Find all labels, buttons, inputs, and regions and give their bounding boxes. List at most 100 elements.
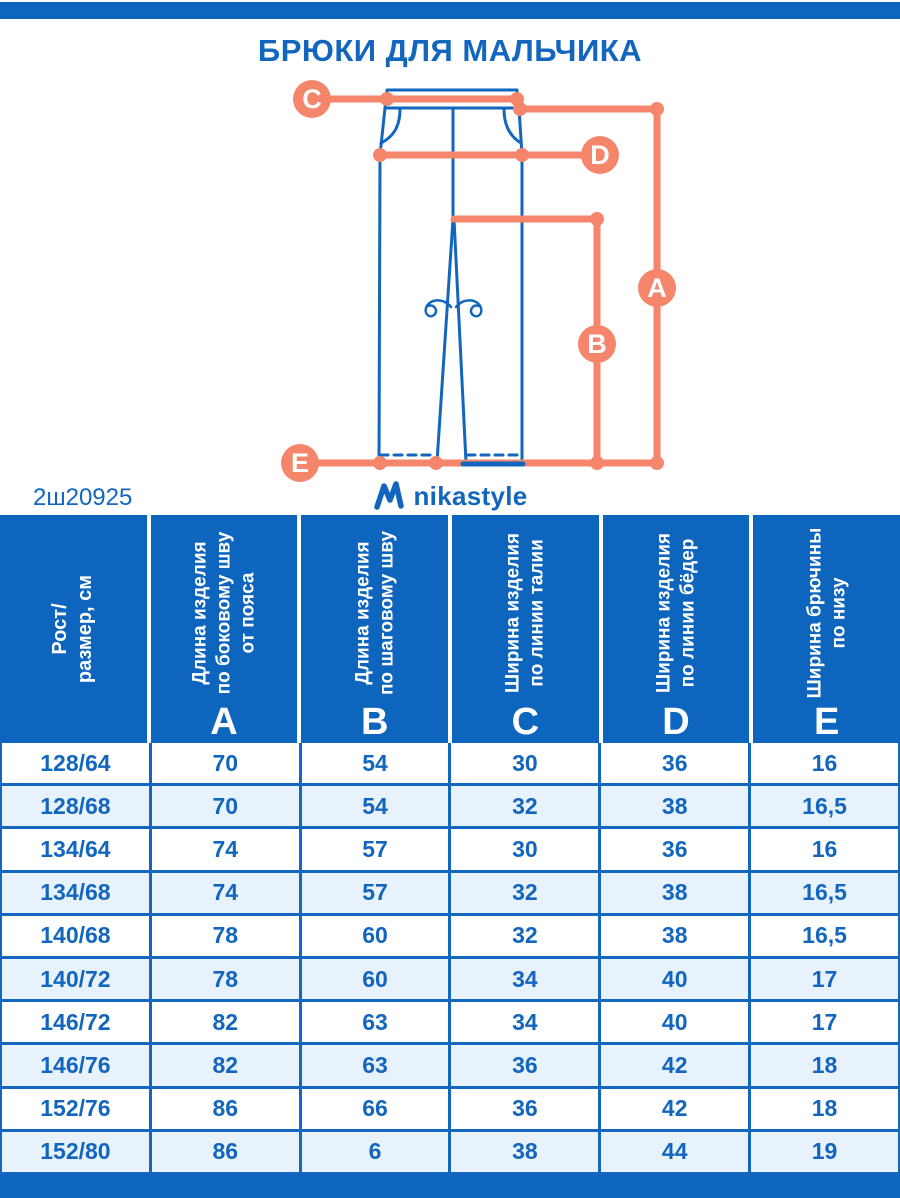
value-cell: 70: [152, 786, 302, 827]
header-line: по шаговому шву: [375, 530, 397, 696]
value-cell: 57: [302, 872, 452, 913]
value-cell: 40: [601, 1002, 752, 1043]
value-cell: 16: [811, 749, 838, 776]
header-line: по линии талии: [526, 539, 548, 687]
measure-line-b: [450, 215, 601, 467]
value-cell: 38: [601, 872, 752, 913]
header-line: по боковому шву: [213, 531, 235, 695]
value-cell: 63: [302, 1002, 452, 1043]
table-row: 128/68 70 54 32 38 16,5: [2, 786, 898, 830]
value-cell: 32: [451, 872, 602, 913]
brand-logo: nikastyle: [0, 479, 900, 513]
marker-circle-d: [581, 136, 619, 174]
table-header-row: Рост/ размер, см Длина изделия по боково…: [0, 515, 900, 743]
marker-letter-a: A: [647, 273, 667, 303]
crotch-wrinkle-right: [454, 299, 483, 318]
header-letter: D: [662, 701, 690, 743]
size-cell: 146/76: [2, 1045, 152, 1086]
value-cell: 40: [601, 958, 752, 1000]
marker-letter-e: E: [291, 448, 309, 478]
marker-letter-d: D: [590, 140, 610, 170]
top-bar: [0, 2, 900, 19]
size-cell: 134/64: [2, 829, 152, 870]
header-line: размер, см: [74, 574, 97, 684]
value-cell: 74: [152, 829, 302, 870]
value-cell: 54: [302, 743, 452, 784]
size-cell: 152/76: [2, 1088, 152, 1129]
size-cell: 152/80: [2, 1131, 152, 1172]
value-cell: 32: [451, 786, 602, 827]
header-line: Ширина изделия: [502, 533, 524, 694]
page-title: БРЮКИ ДЛЯ МАЛЬЧИКА: [257, 33, 643, 68]
value-cell: 17: [811, 965, 838, 992]
value-cell: 6: [302, 1131, 452, 1172]
column-header-e: Ширина брючины по низу E: [753, 515, 900, 743]
header-line: Длина изделия: [351, 541, 373, 685]
value-cell: 60: [302, 915, 452, 956]
size-cell: 134/68: [2, 872, 152, 913]
nikastyle-logo-icon: [373, 481, 404, 510]
header-line: Ширина брючины: [803, 527, 825, 699]
value-cell: 16: [811, 835, 838, 862]
marker-letter-c: C: [302, 84, 322, 114]
size-cell: 140/72: [2, 958, 152, 1000]
marker-circle-e: [281, 444, 319, 482]
value-cell: 54: [302, 786, 452, 827]
value-cell: 36: [601, 743, 752, 784]
value-cell: 78: [152, 958, 302, 1000]
value-cell: 32: [451, 915, 602, 956]
header-letter: E: [814, 701, 840, 743]
table-row: 140/72 78 60 34 40 17: [2, 958, 898, 1003]
header-line: Рост/: [49, 603, 72, 655]
size-table: Рост/ размер, см Длина изделия по боково…: [0, 515, 900, 1175]
value-cell: 82: [152, 1002, 302, 1043]
value-cell: 70: [152, 743, 302, 784]
value-cell: 42: [601, 1088, 752, 1129]
value-cell: 38: [601, 786, 752, 827]
value-cell: 30: [451, 743, 602, 784]
article-code: 2ш20925: [33, 484, 133, 511]
header-line: Длина изделия: [189, 541, 211, 685]
header-line: по линии бёдер: [677, 538, 699, 688]
marker-circle-c: [293, 80, 331, 118]
value-cell: 19: [811, 1138, 838, 1165]
value-cell: 42: [601, 1045, 752, 1086]
value-cell: 34: [451, 1002, 602, 1043]
value-cell: 36: [451, 1045, 602, 1086]
value-cell: 17: [811, 1008, 838, 1035]
table-row: 140/68 78 60 32 38 16,5: [2, 915, 898, 959]
header-letter: C: [511, 701, 540, 743]
table-row: 128/64 70 54 30 36 16: [2, 743, 898, 787]
value-cell: 82: [152, 1045, 302, 1086]
column-header-a: Длина изделия по боковому шву от пояса A: [150, 515, 298, 743]
column-header-c: Ширина изделия по линии талии C: [452, 515, 599, 743]
table-row: 134/64 74 57 30 36 16: [2, 829, 898, 873]
header-line: от пояса: [236, 572, 258, 654]
table-row: 146/76 82 63 36 42 18: [2, 1045, 898, 1089]
marker-circle-a: [638, 269, 676, 307]
value-cell: 16,5: [802, 922, 847, 949]
value-cell: 60: [302, 958, 452, 1000]
measurement-dots: [373, 92, 664, 470]
table-body: 128/64 70 54 30 36 16 128/68 70 54 32 38…: [0, 743, 900, 1175]
marker-circle-b: [578, 325, 616, 363]
value-cell: 16,5: [802, 879, 847, 906]
pants-measurement-diagram: C D A B E: [281, 80, 676, 482]
brand-name: nikastyle: [413, 480, 528, 511]
value-cell: 74: [152, 872, 302, 913]
measurement-markers: C D A B E: [281, 80, 676, 482]
table-row: 134/68 74 57 32 38 16,5: [2, 872, 898, 916]
size-cell: 128/64: [2, 743, 152, 784]
column-header-d: Ширина изделия по линии бёдер D: [602, 515, 750, 743]
value-cell: 36: [451, 1088, 602, 1129]
header-letter: A: [210, 701, 238, 743]
value-cell: 30: [451, 829, 602, 870]
table-row: 146/72 82 63 34 40 17: [2, 1002, 898, 1046]
marker-letter-b: B: [587, 329, 607, 359]
header-line: Ширина изделия: [653, 533, 675, 694]
value-cell: 16,5: [802, 792, 847, 819]
value-cell: 38: [451, 1131, 602, 1172]
value-cell: 18: [811, 1051, 838, 1078]
header-letter: B: [360, 701, 389, 743]
value-cell: 34: [451, 958, 602, 1000]
